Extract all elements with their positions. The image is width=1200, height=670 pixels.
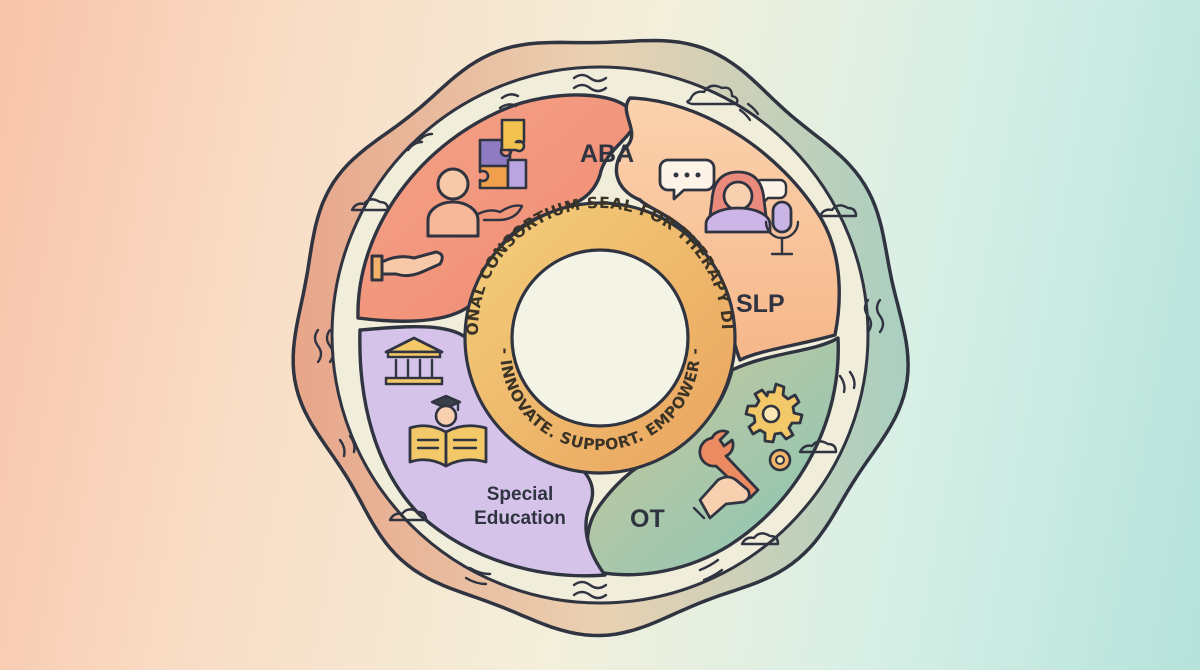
puzzle-icon [478, 118, 528, 190]
institution-icon [384, 336, 444, 386]
microphone-icon [764, 200, 800, 256]
segment-label-aba: ABA [580, 140, 634, 168]
person-hands-icon [426, 167, 524, 238]
cloud-icon [350, 84, 858, 546]
open-hand-icon [370, 250, 444, 282]
center-hole [510, 248, 690, 428]
segment-label-ot: OT [630, 505, 665, 533]
segment-label-education: Education [474, 508, 566, 529]
speaker-person-icon [704, 170, 772, 234]
gear-icon [744, 382, 804, 472]
wrench-hand-icon [692, 429, 760, 520]
wave-icon [313, 73, 885, 600]
graduate-book-icon [408, 394, 488, 468]
segment-label-slp: SLP [736, 290, 785, 318]
segment-label-special: Special [487, 484, 554, 505]
